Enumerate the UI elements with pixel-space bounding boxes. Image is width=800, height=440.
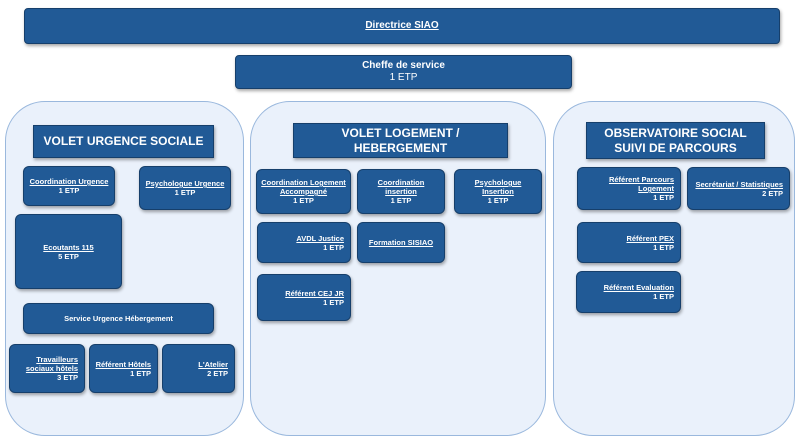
panel-observatoire-title-2: SUIVI DE PARCOURS bbox=[614, 140, 737, 155]
referent-evaluation-name: Référent Evaluation bbox=[603, 283, 674, 292]
avdl-name: AVDL Justice bbox=[296, 233, 344, 243]
coordination-insertion-box: Coordination insertion 1 ETP bbox=[357, 169, 445, 214]
travailleurs-name-2: sociaux hôtels bbox=[25, 364, 78, 373]
avdl-etp: 1 ETP bbox=[323, 242, 344, 252]
secretariat-box: Secrétariat / Statistiques 2 ETP bbox=[687, 167, 790, 210]
atelier-box: L'Atelier 2 ETP bbox=[162, 344, 235, 393]
coordination-urgence-etp: 1 ETP bbox=[58, 186, 80, 195]
coordination-insertion-name-2: insertion bbox=[385, 187, 417, 196]
panel-logement-title: VOLET LOGEMENT / HEBERGEMENT bbox=[293, 123, 508, 158]
ecoutants-name: Ecoutants 115 bbox=[43, 242, 94, 252]
referent-hotels-box: Référent Hôtels 1 ETP bbox=[89, 344, 158, 393]
referent-parcours-box: Référent Parcours Logement 1 ETP bbox=[577, 167, 681, 210]
chief-box: Cheffe de service 1 ETP bbox=[235, 55, 572, 89]
psychologue-insertion-etp: 1 ETP bbox=[487, 196, 509, 205]
coordination-urgence-name: Coordination Urgence bbox=[29, 177, 109, 186]
formation-sisiao-box: Formation SISIAO bbox=[357, 222, 445, 263]
secretariat-name: Secrétariat / Statistiques bbox=[695, 179, 783, 189]
service-urgence-name: Service Urgence Hébergement bbox=[64, 314, 173, 323]
ecoutants-box: Ecoutants 115 5 ETP bbox=[15, 214, 122, 289]
panel-observatoire-title: OBSERVATOIRE SOCIAL SUIVI DE PARCOURS bbox=[586, 122, 765, 159]
travailleurs-name-1: Travailleurs bbox=[36, 355, 78, 364]
panel-urgence-title-text: VOLET URGENCE SOCIALE bbox=[43, 134, 204, 148]
psychologue-insertion-name-2: Insertion bbox=[482, 187, 514, 196]
director-title: Directrice SIAO bbox=[365, 20, 439, 31]
psychologue-urgence-box: Psychologue Urgence 1 ETP bbox=[139, 166, 231, 210]
referent-evaluation-etp: 1 ETP bbox=[653, 292, 674, 301]
psychologue-urgence-etp: 1 ETP bbox=[174, 188, 196, 197]
atelier-etp: 2 ETP bbox=[207, 368, 228, 378]
referent-cej-etp: 1 ETP bbox=[323, 297, 344, 307]
referent-parcours-name-1: Référent Parcours bbox=[608, 175, 674, 184]
coordination-insertion-etp: 1 ETP bbox=[390, 196, 412, 205]
referent-hotels-name: Référent Hôtels bbox=[95, 359, 151, 369]
panel-observatoire-title-1: OBSERVATOIRE SOCIAL bbox=[604, 125, 747, 140]
travailleurs-box: Travailleurs sociaux hôtels 3 ETP bbox=[9, 344, 85, 393]
psychologue-urgence-name: Psychologue Urgence bbox=[145, 179, 225, 188]
referent-cej-box: Référent CEJ JR 1 ETP bbox=[257, 274, 351, 321]
avdl-box: AVDL Justice 1 ETP bbox=[257, 222, 351, 263]
atelier-name: L'Atelier bbox=[198, 359, 228, 369]
psychologue-insertion-box: Psychologue Insertion 1 ETP bbox=[454, 169, 542, 214]
coordination-logement-name-2: Accompagné bbox=[279, 187, 328, 196]
referent-hotels-etp: 1 ETP bbox=[130, 368, 151, 378]
chief-title: Cheffe de service bbox=[362, 60, 445, 71]
coordination-logement-etp: 1 ETP bbox=[293, 196, 314, 205]
coordination-logement-name-1: Coordination Logement bbox=[261, 178, 346, 187]
referent-pex-name: Référent PEX bbox=[626, 233, 674, 243]
formation-sisiao-name: Formation SISIAO bbox=[368, 238, 434, 247]
referent-pex-box: Référent PEX 1 ETP bbox=[577, 222, 681, 263]
chief-etp: 1 ETP bbox=[389, 72, 418, 83]
secretariat-etp: 2 ETP bbox=[762, 188, 783, 198]
director-box: Directrice SIAO bbox=[24, 8, 780, 44]
ecoutants-etp: 5 ETP bbox=[58, 251, 79, 261]
referent-pex-etp: 1 ETP bbox=[653, 242, 674, 252]
psychologue-insertion-name-1: Psychologue bbox=[474, 178, 522, 187]
referent-parcours-name-2: Logement bbox=[638, 184, 674, 193]
referent-cej-name: Référent CEJ JR bbox=[285, 288, 344, 298]
travailleurs-etp: 3 ETP bbox=[57, 373, 78, 382]
service-urgence-box: Service Urgence Hébergement bbox=[23, 303, 214, 334]
panel-urgence-title: VOLET URGENCE SOCIALE bbox=[33, 125, 214, 158]
coordination-urgence-box: Coordination Urgence 1 ETP bbox=[23, 166, 115, 206]
coordination-logement-box: Coordination Logement Accompagné 1 ETP bbox=[256, 169, 351, 214]
referent-evaluation-box: Référent Evaluation 1 ETP bbox=[576, 271, 681, 313]
referent-parcours-etp: 1 ETP bbox=[653, 193, 674, 202]
panel-logement-title-text: VOLET LOGEMENT / HEBERGEMENT bbox=[341, 125, 460, 155]
coordination-insertion-name-1: Coordination bbox=[377, 178, 425, 187]
